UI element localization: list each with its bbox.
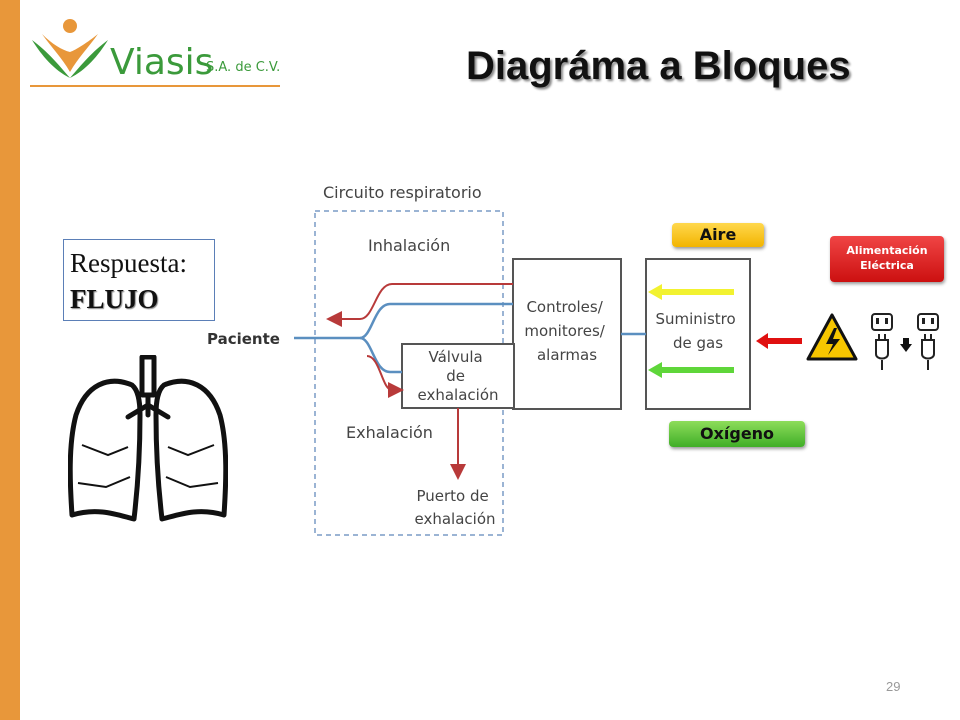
power-plug-icon xyxy=(871,313,939,370)
power-tag-line2: Eléctrica xyxy=(860,259,914,272)
block-diagram: Circuito respiratorio Inhalación Exhalac… xyxy=(202,176,760,538)
company-logo: Viasis S.A. de C.V. xyxy=(28,12,288,92)
controls-label-line3: alarmas xyxy=(537,346,597,364)
air-flow-arrow-head xyxy=(648,284,662,300)
exhalation-label: Exhalación xyxy=(346,423,433,442)
exhalation-arrow xyxy=(366,355,404,398)
inhalation-label: Inhalación xyxy=(368,236,450,255)
controls-label-line2: monitores/ xyxy=(524,322,605,340)
power-tag-line1: Alimentación xyxy=(846,244,928,257)
exhalation-blue-line xyxy=(359,336,402,374)
inhalation-blue-line xyxy=(359,302,513,340)
patient-label: Paciente xyxy=(207,330,280,348)
logo-underline xyxy=(30,85,280,87)
valve-label-line3: exhalación xyxy=(418,386,499,404)
controls-label-line1: Controles/ xyxy=(526,298,603,316)
oxygen-flow-arrow-head xyxy=(648,362,662,378)
page-number: 29 xyxy=(886,679,901,694)
gas-supply-label-line2: de gas xyxy=(673,334,723,352)
response-label: Respuesta: xyxy=(70,248,187,278)
response-value: FLUJO xyxy=(70,284,159,314)
controls-block xyxy=(512,258,622,410)
svg-text:Controles/ monitores/: Controles/ monitores/ alarmas xyxy=(524,298,609,364)
slide-title: Diagráma a Bloques xyxy=(466,44,851,88)
circuit-dashed-boundary xyxy=(314,210,504,536)
exhalation-port-label-line2: exhalación xyxy=(415,510,496,528)
gas-supply-label-line1: Suministro xyxy=(656,310,736,328)
circuit-label: Circuito respiratorio xyxy=(323,183,482,202)
svg-text:Suministro de gas: Suministro de gas xyxy=(656,310,741,352)
accent-side-bar xyxy=(0,0,20,720)
power-supply-tag: Alimentación Eléctrica xyxy=(830,236,944,282)
inhalation-arrow xyxy=(326,283,513,327)
svg-text:Puerto de exhalación: Puerto de exhalación xyxy=(415,487,496,528)
logo-suffix: S.A. de C.V. xyxy=(206,60,281,75)
svg-text:Válvula de exhalac: Válvula de exhalación xyxy=(418,348,499,404)
diagram-canvas: Circuito respiratorio Inhalación Exhalac… xyxy=(207,183,751,536)
air-tag: Aire xyxy=(672,223,764,247)
high-voltage-warning-icon xyxy=(806,313,858,361)
power-arrow xyxy=(756,333,802,349)
logo-name: Viasis xyxy=(110,42,214,83)
valve-label-line2: de xyxy=(446,367,465,385)
valve-label-line1: Válvula xyxy=(429,348,483,366)
exhalation-port-label-line1: Puerto de xyxy=(416,487,488,505)
response-box: Respuesta: FLUJO xyxy=(63,239,215,321)
lungs-icon xyxy=(68,355,228,522)
logo-person-icon xyxy=(32,19,108,78)
oxygen-tag: Oxígeno xyxy=(669,421,805,447)
